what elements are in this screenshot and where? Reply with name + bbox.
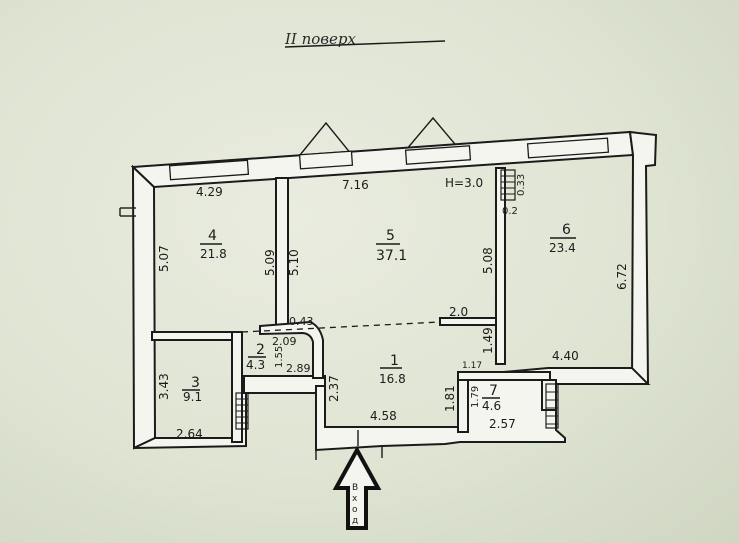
- room-labels: 4 21.8 5 37.1 6 23.4 2 4.3 3 9.1 1 16.8 …: [182, 222, 576, 413]
- wall-r3-right: [231, 331, 243, 443]
- dim-r1-bottom: 4.58: [370, 409, 397, 423]
- wall-r7-top: [457, 371, 551, 381]
- outer-walls: [130, 130, 658, 452]
- dim-r2-bottom: 2.89: [286, 362, 311, 375]
- dim-r3-left: 3.43: [157, 373, 171, 400]
- room-4-number: 4: [208, 228, 217, 244]
- hatch-marks: [235, 169, 559, 430]
- dim-partition-043: 0.43: [289, 315, 314, 328]
- dim-r7-bottom: 2.57: [489, 417, 516, 431]
- dim-r2-left: 1.55: [274, 346, 285, 368]
- window-r4: [168, 159, 250, 181]
- window-r5-left: [298, 150, 354, 170]
- room-2-area: 4.3: [246, 358, 265, 372]
- entrance-letter: о: [352, 505, 358, 515]
- dim-wall-033: 0.33: [516, 174, 527, 196]
- room-3-number: 3: [191, 375, 200, 391]
- wall-right: [628, 130, 658, 385]
- window-r6: [526, 137, 610, 159]
- room-7-number: 7: [489, 383, 498, 399]
- dim-wall-02: 0.2: [502, 206, 518, 217]
- room-6-number: 6: [562, 222, 571, 238]
- opening-line: [241, 321, 441, 333]
- ceiling-height: H=3.0: [445, 176, 483, 190]
- room-7-area: 4.6: [482, 399, 501, 413]
- wall-top: [130, 130, 635, 189]
- entrance-letter: д: [352, 516, 358, 526]
- dim-r4-width: 4.29: [196, 185, 223, 199]
- wall-left: [131, 164, 157, 450]
- plan-title: II поверх: [284, 30, 357, 48]
- wall-r2-door: [259, 320, 324, 379]
- room-2-number: 2: [256, 342, 265, 358]
- room-5-number: 5: [386, 228, 395, 244]
- dim-r7-117: 1.17: [462, 361, 482, 371]
- dim-r5-bottom: 2.0: [449, 305, 468, 319]
- entrance-letter: х: [352, 494, 358, 504]
- dim-r5-left: 5.10: [287, 249, 301, 276]
- dim-r5-width: 7.16: [342, 178, 369, 192]
- dim-r1-right: 1.81: [443, 385, 457, 412]
- room-1-number: 1: [390, 353, 399, 369]
- dim-corridor: 1.49: [481, 327, 495, 354]
- room-3-area: 9.1: [183, 390, 202, 404]
- room-6-area: 23.4: [549, 241, 576, 255]
- room-5-area: 37.1: [376, 248, 407, 264]
- dim-r6-bottom: 4.40: [552, 349, 579, 363]
- dim-r3-bottom: 2.64: [176, 427, 203, 441]
- wall-r5-stub: [439, 317, 497, 326]
- dim-r4-left: 5.07: [157, 245, 171, 272]
- dimension-labels: 4.29 5.07 5.09 7.16 H=3.0 5.10 5.08 2.0 …: [157, 174, 629, 441]
- dim-r6-right: 6.72: [615, 263, 629, 290]
- dim-r4-right: 5.09: [263, 249, 277, 276]
- room-1-area: 16.8: [379, 372, 406, 386]
- entrance-arrow: В х о д: [332, 445, 382, 530]
- wall-r7-left: [457, 373, 469, 433]
- dim-r2-top: 2.09: [272, 335, 297, 348]
- entrance-letter: В: [352, 483, 358, 493]
- gable-left: [298, 121, 354, 156]
- dim-r7-left: 1.79: [470, 386, 481, 408]
- window-r5-right: [404, 145, 472, 165]
- dim-r1-left: 2.37: [327, 375, 341, 402]
- wall-r3-top: [151, 331, 241, 341]
- windows: [168, 137, 610, 181]
- wall-r5-r6: [495, 167, 506, 365]
- room-4-area: 21.8: [200, 247, 227, 261]
- title-underline: [284, 40, 446, 48]
- dim-r5-right: 5.08: [481, 247, 495, 274]
